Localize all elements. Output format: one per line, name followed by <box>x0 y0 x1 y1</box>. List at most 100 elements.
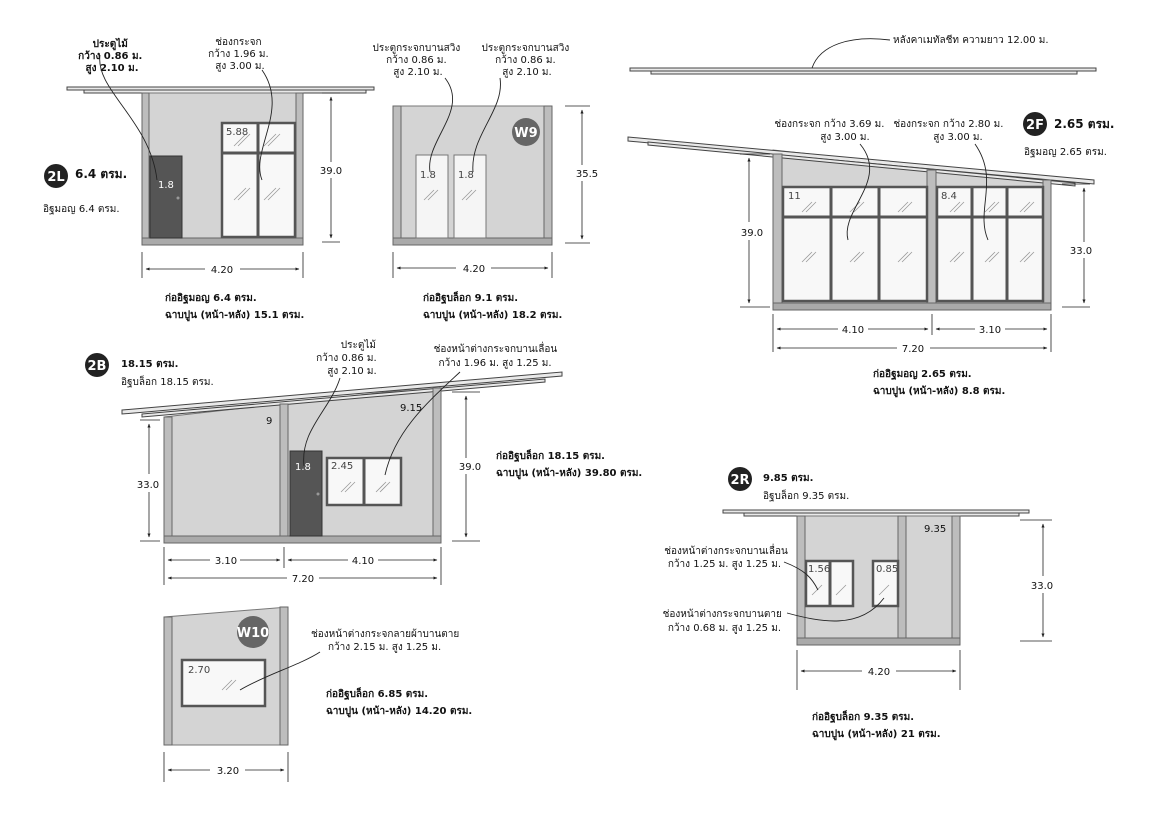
svg-text:39.0: 39.0 <box>741 228 763 239</box>
badge-2R: 2R <box>728 467 752 491</box>
fixed-window <box>871 559 900 608</box>
svg-text:2F: 2F <box>1026 118 1044 133</box>
svg-text:39.0: 39.0 <box>320 166 342 177</box>
svg-text:2R: 2R <box>730 473 749 488</box>
width-dimension: 4.20 <box>392 252 553 278</box>
width-dimension: 4.20 <box>141 252 304 278</box>
summary: ก่ออิฐมอญ 2.65 ตรม. ฉาบปูน (หน้า-หลัง) 8… <box>873 368 1005 398</box>
summary: ก่ออิฐบล็อก 9.35 ตรม. ฉาบปูน (หน้า-หลัง)… <box>812 709 941 741</box>
panel-2F: หลังคาเมทัลชีท ความยาว 12.00 ม. <box>627 34 1115 398</box>
area-value: 9.85 ตรม. <box>763 473 813 484</box>
svg-text:33.0: 33.0 <box>137 480 159 491</box>
right-area-label: 9.15 <box>400 403 422 414</box>
svg-text:4.10: 4.10 <box>842 325 864 336</box>
roof <box>722 509 1030 517</box>
win1-area-label: 1.56 <box>808 564 830 575</box>
right-height-dimension: 33.0 <box>1062 183 1092 308</box>
material-note: อิฐมอญ 2.65 ตรม. <box>1024 147 1107 158</box>
sloped-roof <box>121 371 563 415</box>
door2-note: ประตูกระจกบานสวิง กว้าง 0.86 ม. สูง 2.10… <box>482 43 573 78</box>
window-area-label: 5.88 <box>226 127 248 138</box>
svg-text:33.0: 33.0 <box>1031 581 1053 592</box>
right-area-label: 9.35 <box>924 524 946 535</box>
width-dimensions: 4.10 3.10 7.20 <box>772 314 1052 355</box>
panel-W9: 1.8 1.8 ประตูกระจกบานสวิง กว้าง 0.86 ม. … <box>373 43 599 322</box>
door1-area-label: 1.8 <box>420 170 436 181</box>
roof-note: หลังคาเมทัลชีท ความยาว 12.00 ม. <box>893 34 1049 46</box>
height-dimension: 39.0 <box>320 92 342 243</box>
svg-text:W9: W9 <box>514 126 537 141</box>
glass-window-2 <box>935 185 1045 303</box>
window-note: ช่องหน้าต่างกระจกบานเลื่อน กว้าง 1.96 ม.… <box>434 341 561 369</box>
panel-2R: 1.56 0.85 9.35 2R 9.85 ตรม. อิฐบล็อก 9.3… <box>663 467 1053 741</box>
win2-note: ช่องกระจก กว้าง 2.80 ม. สูง 3.00 ม. <box>893 118 1006 143</box>
svg-text:2B: 2B <box>88 359 107 374</box>
badge-W10: W10 <box>237 616 269 648</box>
window-area-label: 2.70 <box>188 665 210 676</box>
door-area-label: 1.8 <box>295 462 311 473</box>
svg-text:3.10: 3.10 <box>979 325 1001 336</box>
panel-2B: 1.8 2.45 9 9.15 ประตูไม้ กว้าง 0.86 ม. ส… <box>85 339 642 585</box>
badge-W9: W9 <box>512 118 540 146</box>
material-note: อิฐมอญ 6.4 ตรม. <box>43 204 120 215</box>
door2-area-label: 1.8 <box>458 170 474 181</box>
area-value: 18.15 ตรม. <box>121 359 178 370</box>
left-height-dimension: 33.0 <box>137 419 160 542</box>
svg-text:W10: W10 <box>237 626 269 641</box>
svg-text:35.5: 35.5 <box>576 169 598 180</box>
sloped-roof <box>627 136 1095 185</box>
win2-note: ช่องหน้าต่างกระจกบานตาย กว้าง 0.68 ม. สู… <box>663 608 785 634</box>
door1-note: ประตูกระจกบานสวิง กว้าง 0.86 ม. สูง 2.10… <box>373 43 464 78</box>
svg-text:3.20: 3.20 <box>217 766 239 777</box>
win1-note: ช่องกระจก กว้าง 3.69 ม. สูง 3.00 ม. <box>774 118 887 143</box>
glass-window <box>220 121 297 239</box>
panel-2L: 1.8 5.88 ประตูไม้ กว้าง 0.86 ม. สูง 2.10… <box>43 37 375 322</box>
height-dimension: 33.0 <box>1020 519 1053 642</box>
svg-text:4.20: 4.20 <box>211 265 233 276</box>
area-value: 2.65 ตรม. <box>1054 117 1115 131</box>
left-height-dimension: 39.0 <box>740 153 770 308</box>
svg-text:4.20: 4.20 <box>463 264 485 275</box>
win2-area-label: 8.4 <box>941 191 957 202</box>
door-area-label: 1.8 <box>158 180 174 191</box>
patterned-glass-window <box>180 658 267 708</box>
badge-2F: 2F <box>1023 112 1047 136</box>
badge-2L: 2L <box>44 164 68 188</box>
sliding-window <box>325 456 403 507</box>
width-dimension: 4.20 <box>796 650 961 690</box>
window-note: ช่องหน้าต่างกระจกลายผ้าบานตาย กว้าง 2.15… <box>311 628 462 653</box>
left-area-label: 9 <box>266 416 272 427</box>
width-dimensions: 3.10 4.10 7.20 <box>163 547 442 585</box>
metal-sheet-roof-top <box>629 67 1097 75</box>
height-dimension: 35.5 <box>565 105 598 244</box>
width-dimension: 3.20 <box>163 752 289 782</box>
glass-window-1 <box>781 185 929 303</box>
area-value: 6.4 ตรม. <box>75 167 127 181</box>
svg-text:2L: 2L <box>47 170 64 185</box>
window-area-label: 2.45 <box>331 461 353 472</box>
material-note: อิฐบล็อก 9.35 ตรม. <box>763 488 849 502</box>
summary: ก่ออิฐมอญ 6.4 ตรม. ฉาบปูน (หน้า-หลัง) 15… <box>165 292 304 322</box>
svg-text:4.20: 4.20 <box>868 667 890 678</box>
svg-text:33.0: 33.0 <box>1070 246 1092 257</box>
door-note: ประตูไม้ กว้าง 0.86 ม. สูง 2.10 ม. <box>316 339 380 377</box>
summary: ก่ออิฐบล็อก 9.1 ตรม. ฉาบปูน (หน้า-หลัง) … <box>423 290 562 322</box>
svg-text:4.10: 4.10 <box>352 556 374 567</box>
svg-text:39.0: 39.0 <box>459 462 481 473</box>
svg-text:3.10: 3.10 <box>215 556 237 567</box>
win1-area-label: 11 <box>788 191 801 202</box>
door-note: ประตูไม้ กว้าง 0.86 ม. สูง 2.10 ม. <box>78 37 146 75</box>
right-height-dimension: 39.0 <box>452 391 481 542</box>
svg-text:7.20: 7.20 <box>292 574 314 585</box>
summary: ก่ออิฐบล็อก 6.85 ตรม. ฉาบปูน (หน้า-หลัง)… <box>326 686 472 718</box>
svg-text:7.20: 7.20 <box>902 344 924 355</box>
panel-W10: 2.70 W10 ช่องหน้าต่างกระจกลายผ้าบานตาย ก… <box>163 606 472 782</box>
win2-area-label: 0.85 <box>876 564 898 575</box>
summary: ก่ออิฐบล็อก 18.15 ตรม. ฉาบปูน (หน้า-หลัง… <box>496 448 642 480</box>
window-note: ช่องกระจก กว้าง 1.96 ม. สูง 3.00 ม. <box>208 37 272 72</box>
win1-note: ช่องหน้าต่างกระจกบานเลื่อน กว้าง 1.25 ม.… <box>664 543 791 570</box>
material-note: อิฐบล็อก 18.15 ตรม. <box>121 374 214 388</box>
badge-2B: 2B <box>85 353 109 377</box>
